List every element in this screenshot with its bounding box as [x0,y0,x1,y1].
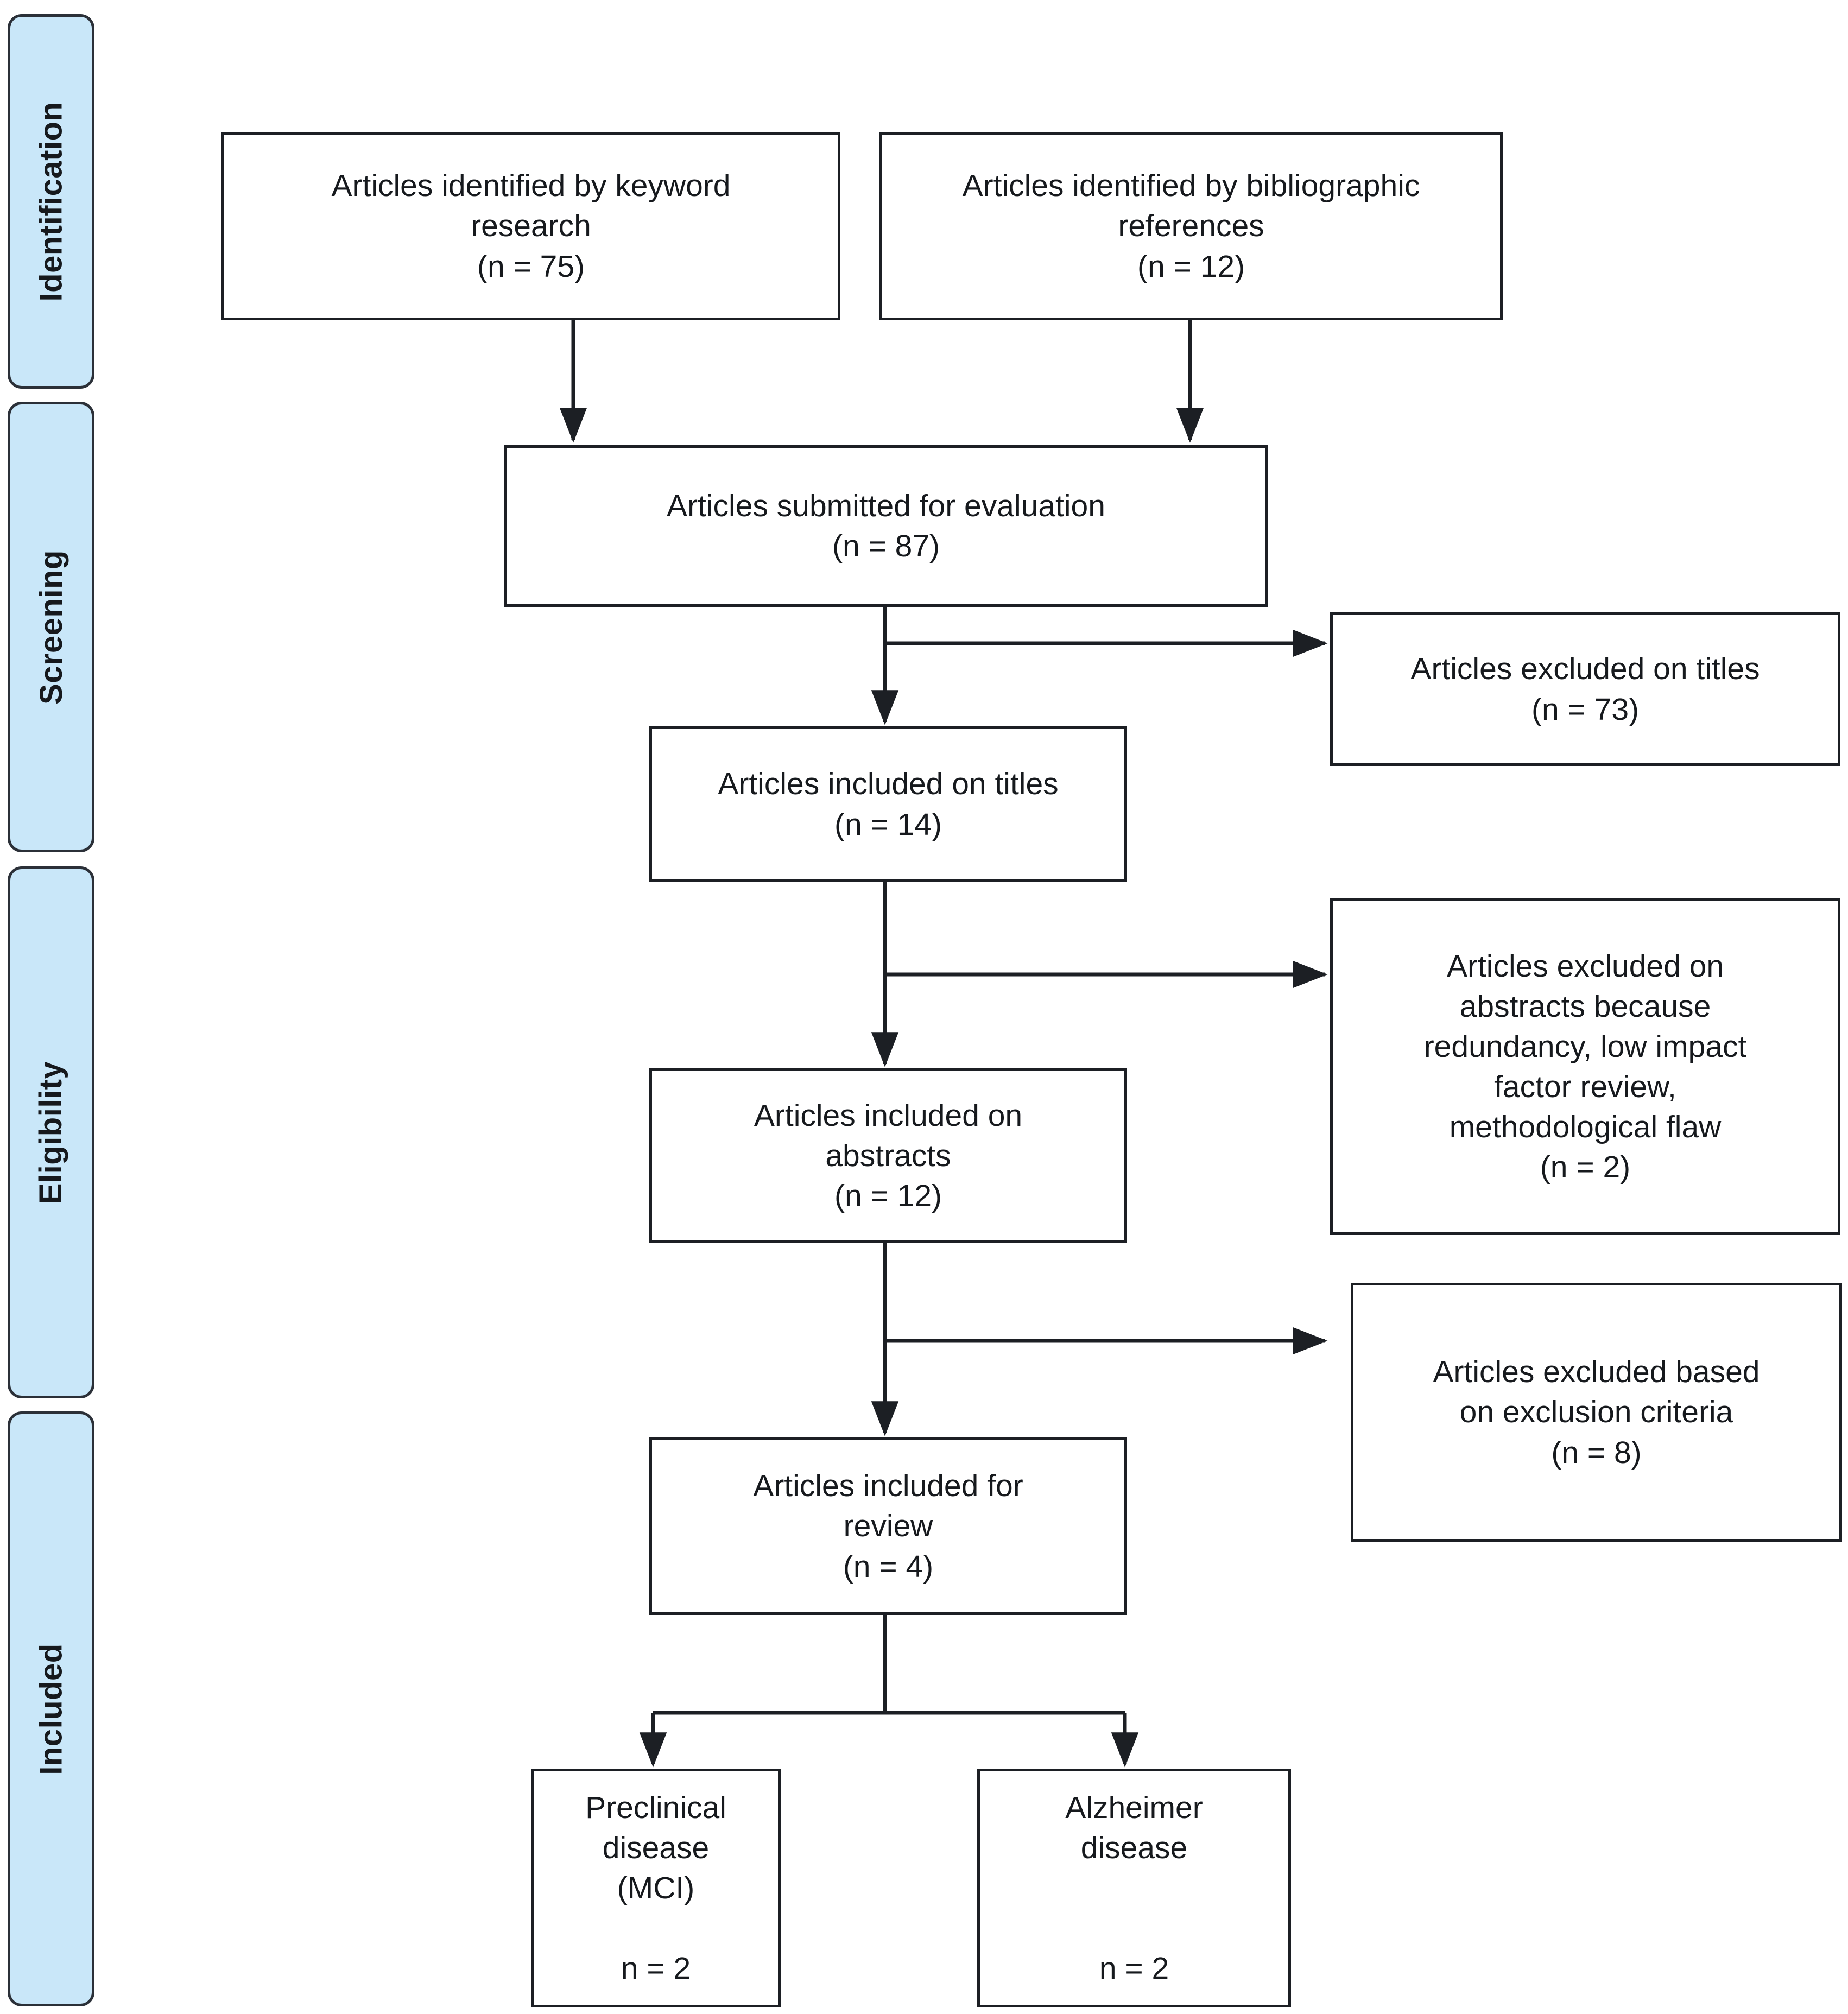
node-excluded-on-abstracts[interactable]: Articles excluded on abstracts because r… [1330,898,1840,1235]
node-line: Articles identified by keyword [331,168,731,204]
node-keyword-research[interactable]: Articles identified by keyword research … [221,132,840,320]
node-line: (MCI) [617,1870,695,1905]
node-line: Articles included on [754,1098,1023,1133]
node-line: Articles submitted for evaluation [667,488,1105,523]
stage-label-screening: Screening [33,549,69,705]
stage-label-included: Included [33,1643,69,1775]
node-line: factor review, [1494,1069,1676,1104]
stage-pill-eligibility[interactable]: Eligibility [8,866,94,1398]
node-line: abstracts because [1459,989,1711,1024]
node-excluded-on-criteria[interactable]: Articles excluded based on exclusion cri… [1351,1283,1842,1542]
node-line: disease [1080,1830,1188,1865]
node-line: (n = 73) [1531,692,1640,727]
node-line: (n = 4) [843,1549,934,1584]
node-line: Articles excluded based [1433,1354,1760,1390]
node-line: Alzheimer [1065,1790,1203,1825]
node-line: on exclusion criteria [1459,1395,1733,1430]
node-line: n = 2 [621,1951,691,1986]
node-preclinical-disease[interactable]: Preclinical disease (MCI) n = 2 [531,1769,781,2007]
stage-label-identification: Identification [33,102,69,301]
node-line: research [471,208,591,244]
stage-pill-identification[interactable]: Identification [8,14,94,389]
node-excluded-on-titles[interactable]: Articles excluded on titles (n = 73) [1330,612,1840,766]
node-line: (n = 14) [834,807,942,842]
node-line-spacer [989,1908,1280,1948]
node-submitted-for-evaluation[interactable]: Articles submitted for evaluation (n = 8… [504,445,1268,607]
node-line: methodological flaw [1449,1110,1722,1145]
node-alzheimer-disease[interactable]: Alzheimer disease n = 2 [977,1769,1291,2007]
node-included-on-abstracts[interactable]: Articles included on abstracts (n = 12) [649,1068,1127,1243]
node-line: Articles identified by bibliographic [962,168,1420,204]
node-line: (n = 8) [1551,1435,1642,1470]
node-line: (n = 2) [1540,1150,1631,1185]
node-line: Preclinical [585,1790,726,1825]
node-line: n = 2 [1099,1951,1169,1986]
node-line: Articles included on titles [718,767,1059,802]
node-line: (n = 87) [832,529,940,563]
node-line-spacer [542,1908,769,1948]
node-line: disease [602,1830,710,1865]
stage-pill-screening[interactable]: Screening [8,402,94,852]
node-line: (n = 12) [1137,249,1245,284]
node-line: Articles excluded on [1446,948,1724,984]
stage-label-eligibility: Eligibility [33,1061,69,1204]
node-line: redundancy, low impact [1423,1029,1747,1064]
node-line: (n = 75) [477,249,585,284]
node-line: references [1118,208,1264,244]
node-line: Articles excluded on titles [1410,651,1760,687]
node-line: (n = 12) [834,1179,942,1214]
node-line: review [843,1509,933,1544]
node-line-spacer [989,1868,1280,1908]
node-line: Articles included for [753,1468,1023,1504]
node-bibliographic-references[interactable]: Articles identified by bibliographic ref… [879,132,1503,320]
node-line: abstracts [825,1138,951,1173]
node-included-on-titles[interactable]: Articles included on titles (n = 14) [649,726,1127,882]
stage-pill-included[interactable]: Included [8,1411,94,2006]
node-included-for-review[interactable]: Articles included for review (n = 4) [649,1437,1127,1615]
